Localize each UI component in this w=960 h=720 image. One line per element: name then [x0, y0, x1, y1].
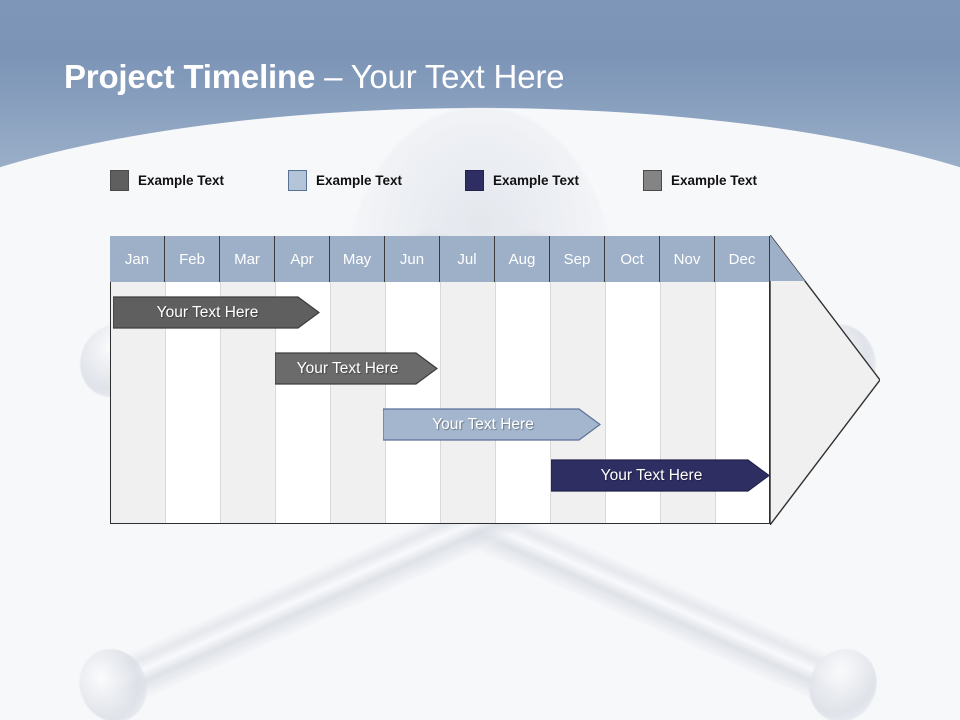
task-arrow-icon: [383, 408, 601, 441]
page-title-strong: Project Timeline: [64, 58, 316, 95]
gantt-task-label: Your Text Here: [432, 415, 534, 433]
legend-item-2[interactable]: Example Text: [465, 170, 579, 191]
gantt-task-label: Your Text Here: [296, 359, 399, 377]
gantt-chart: Jan Feb Mar Apr May Jun Jul Aug Sep Oct Nov Dec You…: [110, 235, 880, 525]
gantt-task-bar-1[interactable]: Your Text Here: [275, 352, 438, 385]
gantt-header-label: Jul: [457, 250, 477, 268]
gantt-task-bar-2[interactable]: Your Text Here: [383, 408, 601, 441]
gantt-header-jan[interactable]: Jan: [110, 236, 165, 282]
legend-item-0[interactable]: Example Text: [110, 170, 224, 191]
gantt-column-mar: [221, 237, 276, 523]
page-title-light: – Your Text Here: [315, 58, 565, 95]
gantt-header-label: Nov: [673, 250, 701, 268]
gantt-header-nov[interactable]: Nov: [660, 236, 715, 282]
gantt-header-label: Mar: [234, 250, 260, 268]
gantt-column-aug: [496, 237, 551, 523]
gantt-header-feb[interactable]: Feb: [165, 236, 220, 282]
gantt-header-aug[interactable]: Aug: [495, 236, 550, 282]
legend-swatch-icon: [643, 170, 662, 191]
gantt-column-feb: [166, 237, 221, 523]
task-arrow-icon: [275, 352, 438, 385]
legend-item-1[interactable]: Example Text: [288, 170, 402, 191]
gantt-header-dec[interactable]: Dec: [715, 236, 770, 282]
gantt-header-sep[interactable]: Sep: [550, 236, 605, 282]
gantt-header-mar[interactable]: Mar: [220, 236, 275, 282]
legend-item-label: Example Text: [671, 173, 758, 188]
gantt-task-bar-0[interactable]: Your Text Here: [113, 296, 320, 329]
gantt-header-label: Apr: [290, 250, 314, 268]
gantt-header-label: Jun: [399, 250, 425, 268]
legend-swatch-icon: [110, 170, 129, 191]
gantt-header-jun[interactable]: Jun: [385, 236, 440, 282]
legend-item-label: Example Text: [493, 173, 580, 188]
gantt-header-label: May: [342, 250, 372, 268]
gantt-column-jan: [111, 237, 166, 523]
gantt-header-label: Jan: [124, 250, 150, 268]
legend-swatch-icon: [288, 170, 307, 191]
page-title: Project Timeline – Your Text Here: [64, 58, 564, 96]
gantt-header-label: Aug: [508, 250, 536, 268]
gantt-header-apr[interactable]: Apr: [275, 236, 330, 282]
gantt-header-label: Oct: [620, 250, 644, 268]
gantt-column-oct: [606, 237, 661, 523]
gantt-task-label: Your Text Here: [156, 303, 259, 321]
gantt-task-bar-3[interactable]: Your Text Here: [551, 459, 770, 492]
gantt-header-oct[interactable]: Oct: [605, 236, 660, 282]
legend: Example Text Example Text Example Text Exam…: [110, 170, 900, 194]
gantt-header-may[interactable]: May: [330, 236, 385, 282]
task-arrow-icon: [113, 296, 320, 329]
gantt-task-label: Your Text Here: [600, 466, 703, 484]
gantt-header-jul[interactable]: Jul: [440, 236, 495, 282]
timeline-arrowhead-icon: [770, 235, 880, 525]
gantt-column-jun: [386, 237, 441, 523]
task-arrow-icon: [551, 459, 770, 492]
gantt-header-label: Feb: [179, 250, 205, 268]
legend-item-3[interactable]: Example Text: [643, 170, 757, 191]
gantt-header-label: Sep: [563, 250, 591, 268]
gantt-header-label: Dec: [728, 250, 756, 268]
legend-item-label: Example Text: [138, 173, 225, 188]
gantt-column-jul: [441, 237, 496, 523]
legend-item-label: Example Text: [316, 173, 403, 188]
legend-swatch-icon: [465, 170, 484, 191]
